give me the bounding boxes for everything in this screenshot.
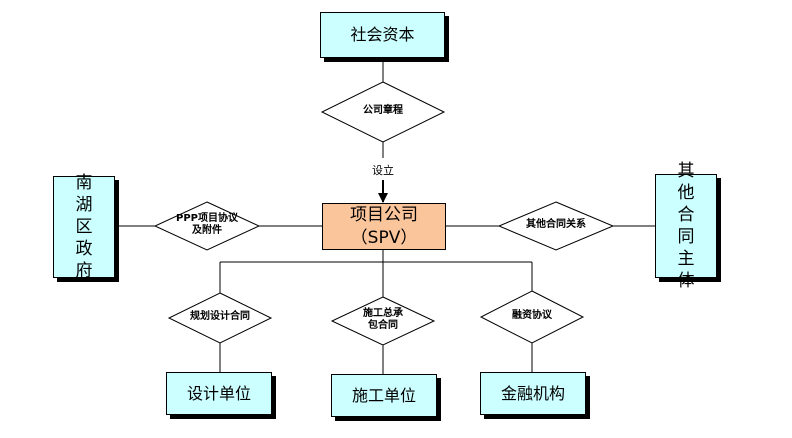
relation-finance-agreement-label: 融资协议 xyxy=(512,310,552,321)
node-other-party: 其他合同主体 xyxy=(655,161,717,291)
diamond-finance-agreement xyxy=(479,290,585,344)
node-government-label: 南湖区政府 xyxy=(75,172,93,282)
diamond-design-contract xyxy=(167,292,273,344)
node-design-unit-label: 设计单位 xyxy=(186,383,251,403)
relation-epc-label-line2: 包合同 xyxy=(368,320,398,331)
node-spv: 项目公司 （SPV） xyxy=(322,203,446,250)
node-spv-label-line2: （SPV） xyxy=(350,227,418,248)
relation-articles-label: 公司章程 xyxy=(363,105,403,116)
diamond-ppp-agreement xyxy=(153,201,261,251)
relation-other-contracts-label: 其他合同关系 xyxy=(526,219,586,230)
relation-establish-label: 设立 xyxy=(372,164,394,177)
relation-epc-label-line1: 施工总承 xyxy=(363,308,403,319)
relation-ppp-label: PPP项目协议 及附件 xyxy=(157,213,257,237)
relation-epc-label: 施工总承 包合同 xyxy=(333,308,433,332)
node-social-capital-label: 社会资本 xyxy=(350,25,415,44)
relation-ppp-label-line1: PPP项目协议 xyxy=(176,213,238,224)
node-government: 南湖区政府 xyxy=(53,173,115,281)
node-financial-institution-label: 金融机构 xyxy=(500,383,565,403)
diamond-epc-contract xyxy=(330,296,436,346)
node-spv-label-line1: 项目公司 xyxy=(350,205,418,226)
node-social-capital: 社会资本 xyxy=(320,12,445,58)
diamond-other-contracts xyxy=(497,201,615,251)
relation-design-contract-label: 规划设计合同 xyxy=(190,311,250,322)
node-construction-unit-label: 施工单位 xyxy=(351,385,416,405)
relation-ppp-label-line2: 及附件 xyxy=(192,225,222,236)
node-other-party-label: 其他合同主体 xyxy=(677,160,695,292)
node-financial-institution: 金融机构 xyxy=(480,372,586,415)
node-construction-unit: 施工单位 xyxy=(331,374,437,417)
node-design-unit: 设计单位 xyxy=(166,372,272,415)
diamond-articles xyxy=(320,81,446,143)
